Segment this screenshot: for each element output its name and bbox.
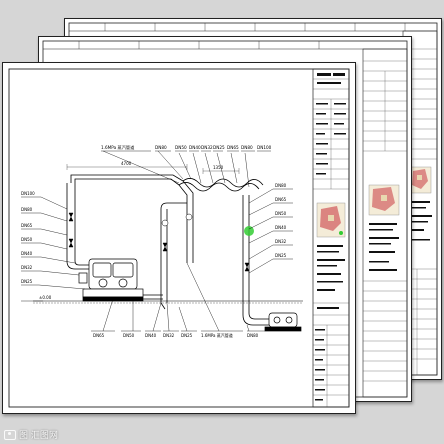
top-dimension-value-2: 1350 [213,165,224,170]
site-sketch-back [408,166,432,194]
svg-text:DN100: DN100 [257,145,272,150]
svg-text:DN25: DN25 [181,333,193,338]
svg-text:DN80: DN80 [21,207,33,212]
steam-main-pipe [70,174,184,183]
tank-equipment [264,312,302,332]
svg-text:DN50: DN50 [275,211,287,216]
svg-text:1.6MPa 蒸汽管道: 1.6MPa 蒸汽管道 [201,332,233,338]
svg-text:DN40: DN40 [189,145,201,150]
site-sketch-front [316,202,346,238]
site-sketch-middle [368,184,400,216]
top-dimension-value: 4700 [121,161,132,166]
svg-text:DN65: DN65 [21,223,33,228]
svg-text:DN50: DN50 [175,145,187,150]
svg-text:DN32: DN32 [201,145,213,150]
svg-text:DN25: DN25 [213,145,225,150]
svg-text:DN65: DN65 [93,333,105,338]
leader-lines [38,150,274,332]
expansion-loop [178,182,260,192]
sheet-front-frame [8,68,350,408]
annotations-left: DN100 DN80 DN65 DN50 DN40 DN32 DN25 [21,191,35,284]
top-dimension [66,164,240,174]
valves [68,212,250,272]
annotations-bottom: DN65 DN50 DN40 DN32 DN25 1.6MPa 蒸汽管道 DN8… [93,332,259,338]
svg-text:DN80: DN80 [247,333,259,338]
annotations-right: DN80 DN65 DN50 DN40 DN32 DN25 [275,183,287,258]
piping-elevation-drawing: 4700 1350 1.6MPa 蒸汽管道 DN80 DN50 DN40 DN3… [21,144,303,338]
svg-text:DN80: DN80 [275,183,287,188]
selected-point-marker [244,226,254,236]
elevation-label: ±0.00 [39,295,52,300]
svg-text:DN65: DN65 [227,145,239,150]
watermark: 图 汇图网 [4,428,58,441]
svg-text:DN40: DN40 [145,333,157,338]
svg-text:DN32: DN32 [163,333,175,338]
svg-text:DN40: DN40 [21,251,33,256]
watermark-text: 图 汇图网 [19,431,58,441]
svg-text:DN80: DN80 [241,145,253,150]
svg-text:DN25: DN25 [275,253,287,258]
svg-text:DN50: DN50 [21,237,33,242]
svg-text:DN50: DN50 [123,333,135,338]
right-drop-pipe [242,195,271,326]
svg-text:DN80: DN80 [155,145,167,150]
svg-text:DN65: DN65 [275,197,287,202]
svg-text:1.6MPa 蒸汽管道: 1.6MPa 蒸汽管道 [101,144,135,151]
annotations-top: 1.6MPa 蒸汽管道 DN80 DN50 DN40 DN32 DN25 DN6… [101,144,272,151]
svg-text:DN32: DN32 [21,265,33,270]
camera-icon [4,429,16,440]
svg-text:DN25: DN25 [21,279,33,284]
svg-text:DN32: DN32 [275,239,287,244]
drawing-sheet-front: 4700 1350 1.6MPa 蒸汽管道 DN80 DN50 DN40 DN3… [2,62,356,414]
svg-text:DN100: DN100 [21,191,35,196]
svg-text:DN40: DN40 [275,225,287,230]
